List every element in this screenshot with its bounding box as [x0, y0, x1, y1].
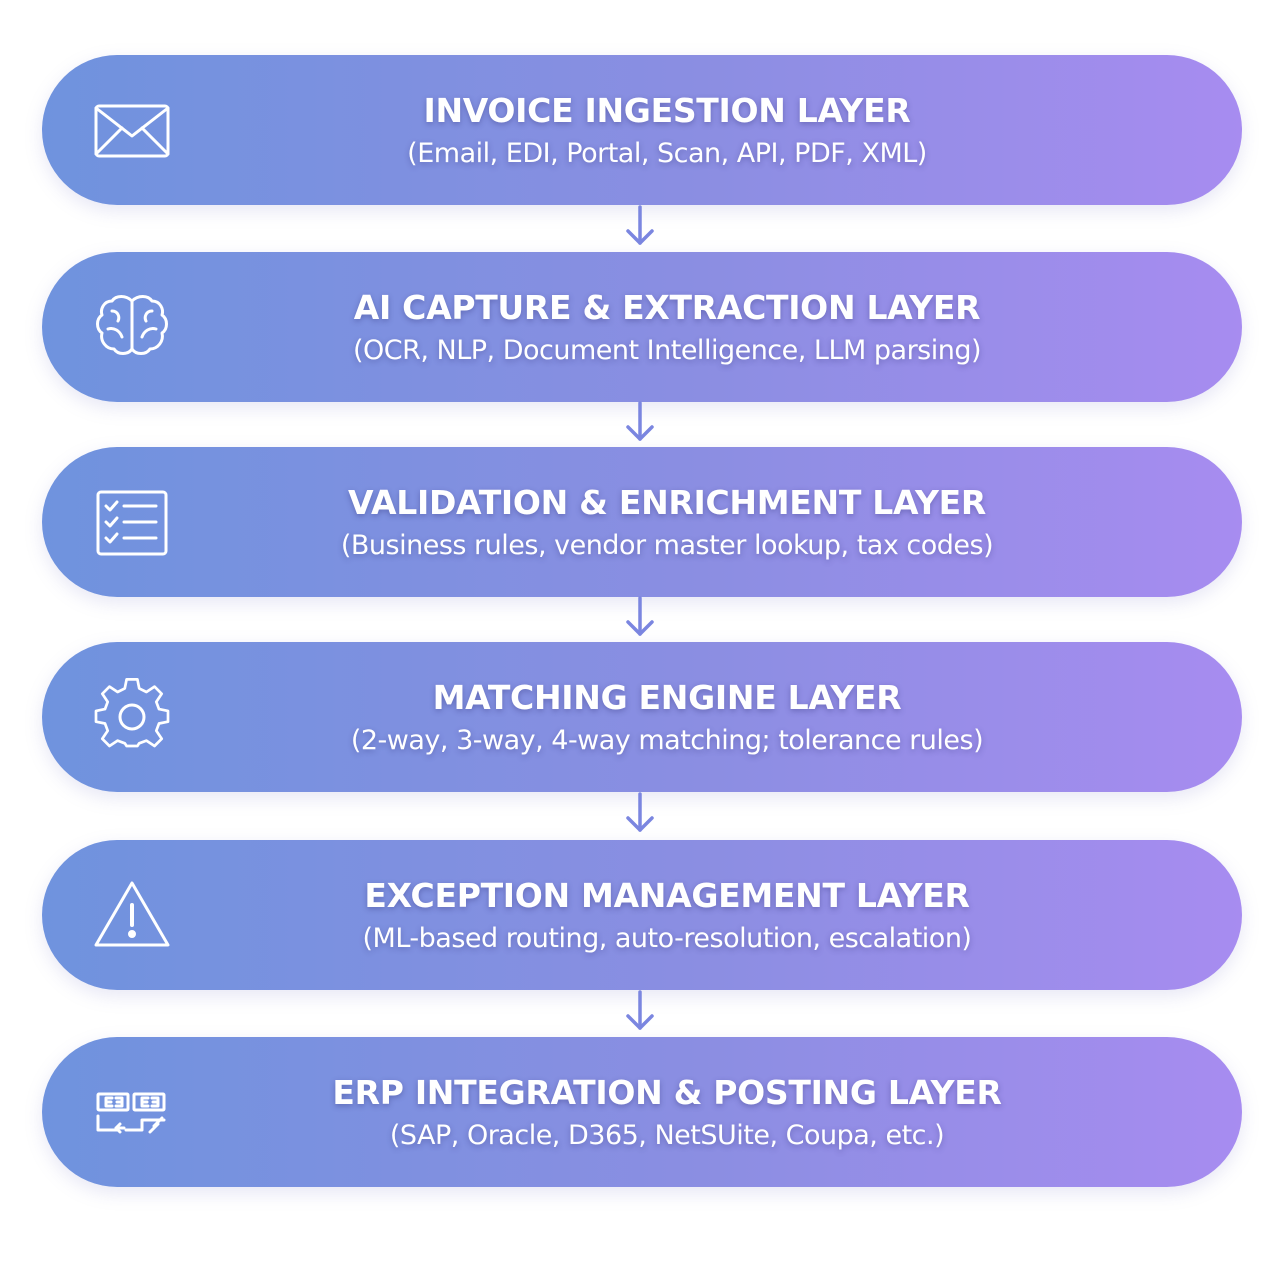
layer-title: INVOICE INGESTION LAYER: [423, 91, 911, 130]
layer-subtitle: (SAP, Oracle, D365, NetSUite, Coupa, etc…: [389, 1120, 945, 1151]
layer-subtitle: (ML-based routing, auto-resolution, esca…: [362, 923, 972, 954]
flow-arrow-icon: [624, 792, 656, 834]
gear-icon: [92, 677, 172, 757]
checklist-icon: [92, 482, 172, 562]
erp-integration-icon: [92, 1072, 172, 1152]
layer-title: EXCEPTION MANAGEMENT LAYER: [364, 876, 970, 915]
brain-icon: [92, 287, 172, 367]
layer-subtitle: (Business rules, vendor master lookup, t…: [340, 530, 994, 561]
layer-invoice-ingestion: INVOICE INGESTION LAYER (Email, EDI, Por…: [42, 55, 1242, 205]
layer-validation: VALIDATION & ENRICHMENT LAYER (Business …: [42, 447, 1242, 597]
flow-arrow-icon: [624, 990, 656, 1032]
layer-exception-management: EXCEPTION MANAGEMENT LAYER (ML-based rou…: [42, 840, 1242, 990]
flow-arrow-icon: [624, 205, 656, 247]
flow-arrow-icon: [624, 596, 656, 638]
layer-subtitle: (Email, EDI, Portal, Scan, API, PDF, XML…: [407, 138, 927, 169]
flow-arrow-icon: [624, 401, 656, 443]
layer-erp-integration: ERP INTEGRATION & POSTING LAYER (SAP, Or…: [42, 1037, 1242, 1187]
layer-title: MATCHING ENGINE LAYER: [432, 678, 902, 717]
layer-matching-engine: MATCHING ENGINE LAYER (2-way, 3-way, 4-w…: [42, 642, 1242, 792]
layer-subtitle: (2-way, 3-way, 4-way matching; tolerance…: [350, 725, 984, 756]
layer-title: AI CAPTURE & EXTRACTION LAYER: [353, 288, 981, 327]
layer-title: VALIDATION & ENRICHMENT LAYER: [348, 483, 986, 522]
envelope-icon: [92, 90, 172, 170]
layer-ai-capture: AI CAPTURE & EXTRACTION LAYER (OCR, NLP,…: [42, 252, 1242, 402]
layer-title: ERP INTEGRATION & POSTING LAYER: [332, 1073, 1002, 1112]
warning-icon: [92, 875, 172, 955]
layer-subtitle: (OCR, NLP, Document Intelligence, LLM pa…: [352, 335, 982, 366]
